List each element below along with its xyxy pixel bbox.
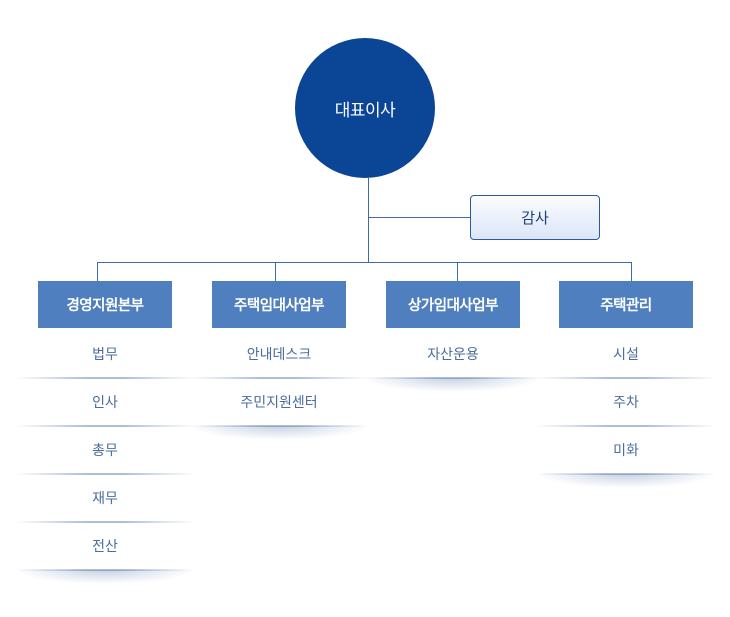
ceo-node: 대표이사 bbox=[295, 38, 435, 178]
department-items: 자산운용 bbox=[363, 331, 543, 392]
item-label: 총무 bbox=[92, 443, 118, 459]
audit-node: 감사 bbox=[470, 195, 600, 240]
item-label: 미화 bbox=[613, 443, 639, 459]
list-item: 인사 bbox=[15, 379, 195, 425]
item-label: 자산운용 bbox=[427, 347, 479, 363]
department-items: 법무 인사 총무 재무 전산 bbox=[15, 331, 195, 584]
item-label: 안내데스크 bbox=[246, 347, 312, 363]
item-shadow bbox=[363, 378, 543, 392]
department-label: 주택관리 bbox=[600, 298, 652, 314]
list-item: 전산 bbox=[15, 523, 195, 569]
list-item: 안내데스크 bbox=[189, 331, 369, 377]
item-divider bbox=[189, 377, 369, 379]
item-label: 주민지원센터 bbox=[240, 395, 318, 411]
audit-label: 감사 bbox=[521, 209, 549, 227]
list-item: 시설 bbox=[536, 331, 716, 377]
department-box: 경영지원본부 bbox=[38, 281, 172, 328]
list-item: 자산운용 bbox=[363, 331, 543, 377]
department-label: 상가임대사업부 bbox=[408, 298, 498, 314]
item-divider bbox=[15, 425, 195, 427]
dept-connector-1 bbox=[97, 262, 98, 281]
department-box: 상가임대사업부 bbox=[386, 281, 520, 328]
list-item: 미화 bbox=[536, 427, 716, 473]
ceo-label: 대표이사 bbox=[334, 100, 396, 121]
department-box: 주택관리 bbox=[559, 281, 693, 328]
item-divider bbox=[363, 377, 543, 379]
dept-connector-4 bbox=[631, 262, 632, 281]
item-label: 법무 bbox=[92, 347, 118, 363]
list-item: 주차 bbox=[536, 379, 716, 425]
item-shadow bbox=[189, 426, 369, 440]
list-item: 주민지원센터 bbox=[189, 379, 369, 425]
item-divider bbox=[15, 377, 195, 379]
department-items: 안내데스크 주민지원센터 bbox=[189, 331, 369, 440]
item-shadow bbox=[15, 570, 195, 584]
department-horizontal-connector bbox=[97, 262, 632, 263]
item-label: 재무 bbox=[92, 491, 118, 507]
item-label: 시설 bbox=[613, 347, 639, 363]
list-item: 총무 bbox=[15, 427, 195, 473]
department-label: 주택임대사업부 bbox=[234, 298, 324, 314]
department-items: 시설 주차 미화 bbox=[536, 331, 716, 488]
item-label: 주차 bbox=[613, 395, 639, 411]
list-item: 법무 bbox=[15, 331, 195, 377]
department-label: 경영지원본부 bbox=[66, 298, 144, 314]
item-divider bbox=[15, 521, 195, 523]
item-divider bbox=[15, 569, 195, 571]
item-divider bbox=[536, 473, 716, 475]
dept-connector-2 bbox=[275, 262, 276, 281]
department-box: 주택임대사업부 bbox=[212, 281, 346, 328]
item-shadow bbox=[536, 474, 716, 488]
item-label: 인사 bbox=[92, 395, 118, 411]
item-divider bbox=[536, 377, 716, 379]
item-label: 전산 bbox=[92, 539, 118, 555]
item-divider bbox=[15, 473, 195, 475]
audit-connector bbox=[368, 217, 470, 218]
item-divider bbox=[536, 425, 716, 427]
list-item: 재무 bbox=[15, 475, 195, 521]
ceo-vertical-connector bbox=[368, 178, 369, 263]
dept-connector-3 bbox=[457, 262, 458, 281]
item-divider bbox=[189, 425, 369, 427]
